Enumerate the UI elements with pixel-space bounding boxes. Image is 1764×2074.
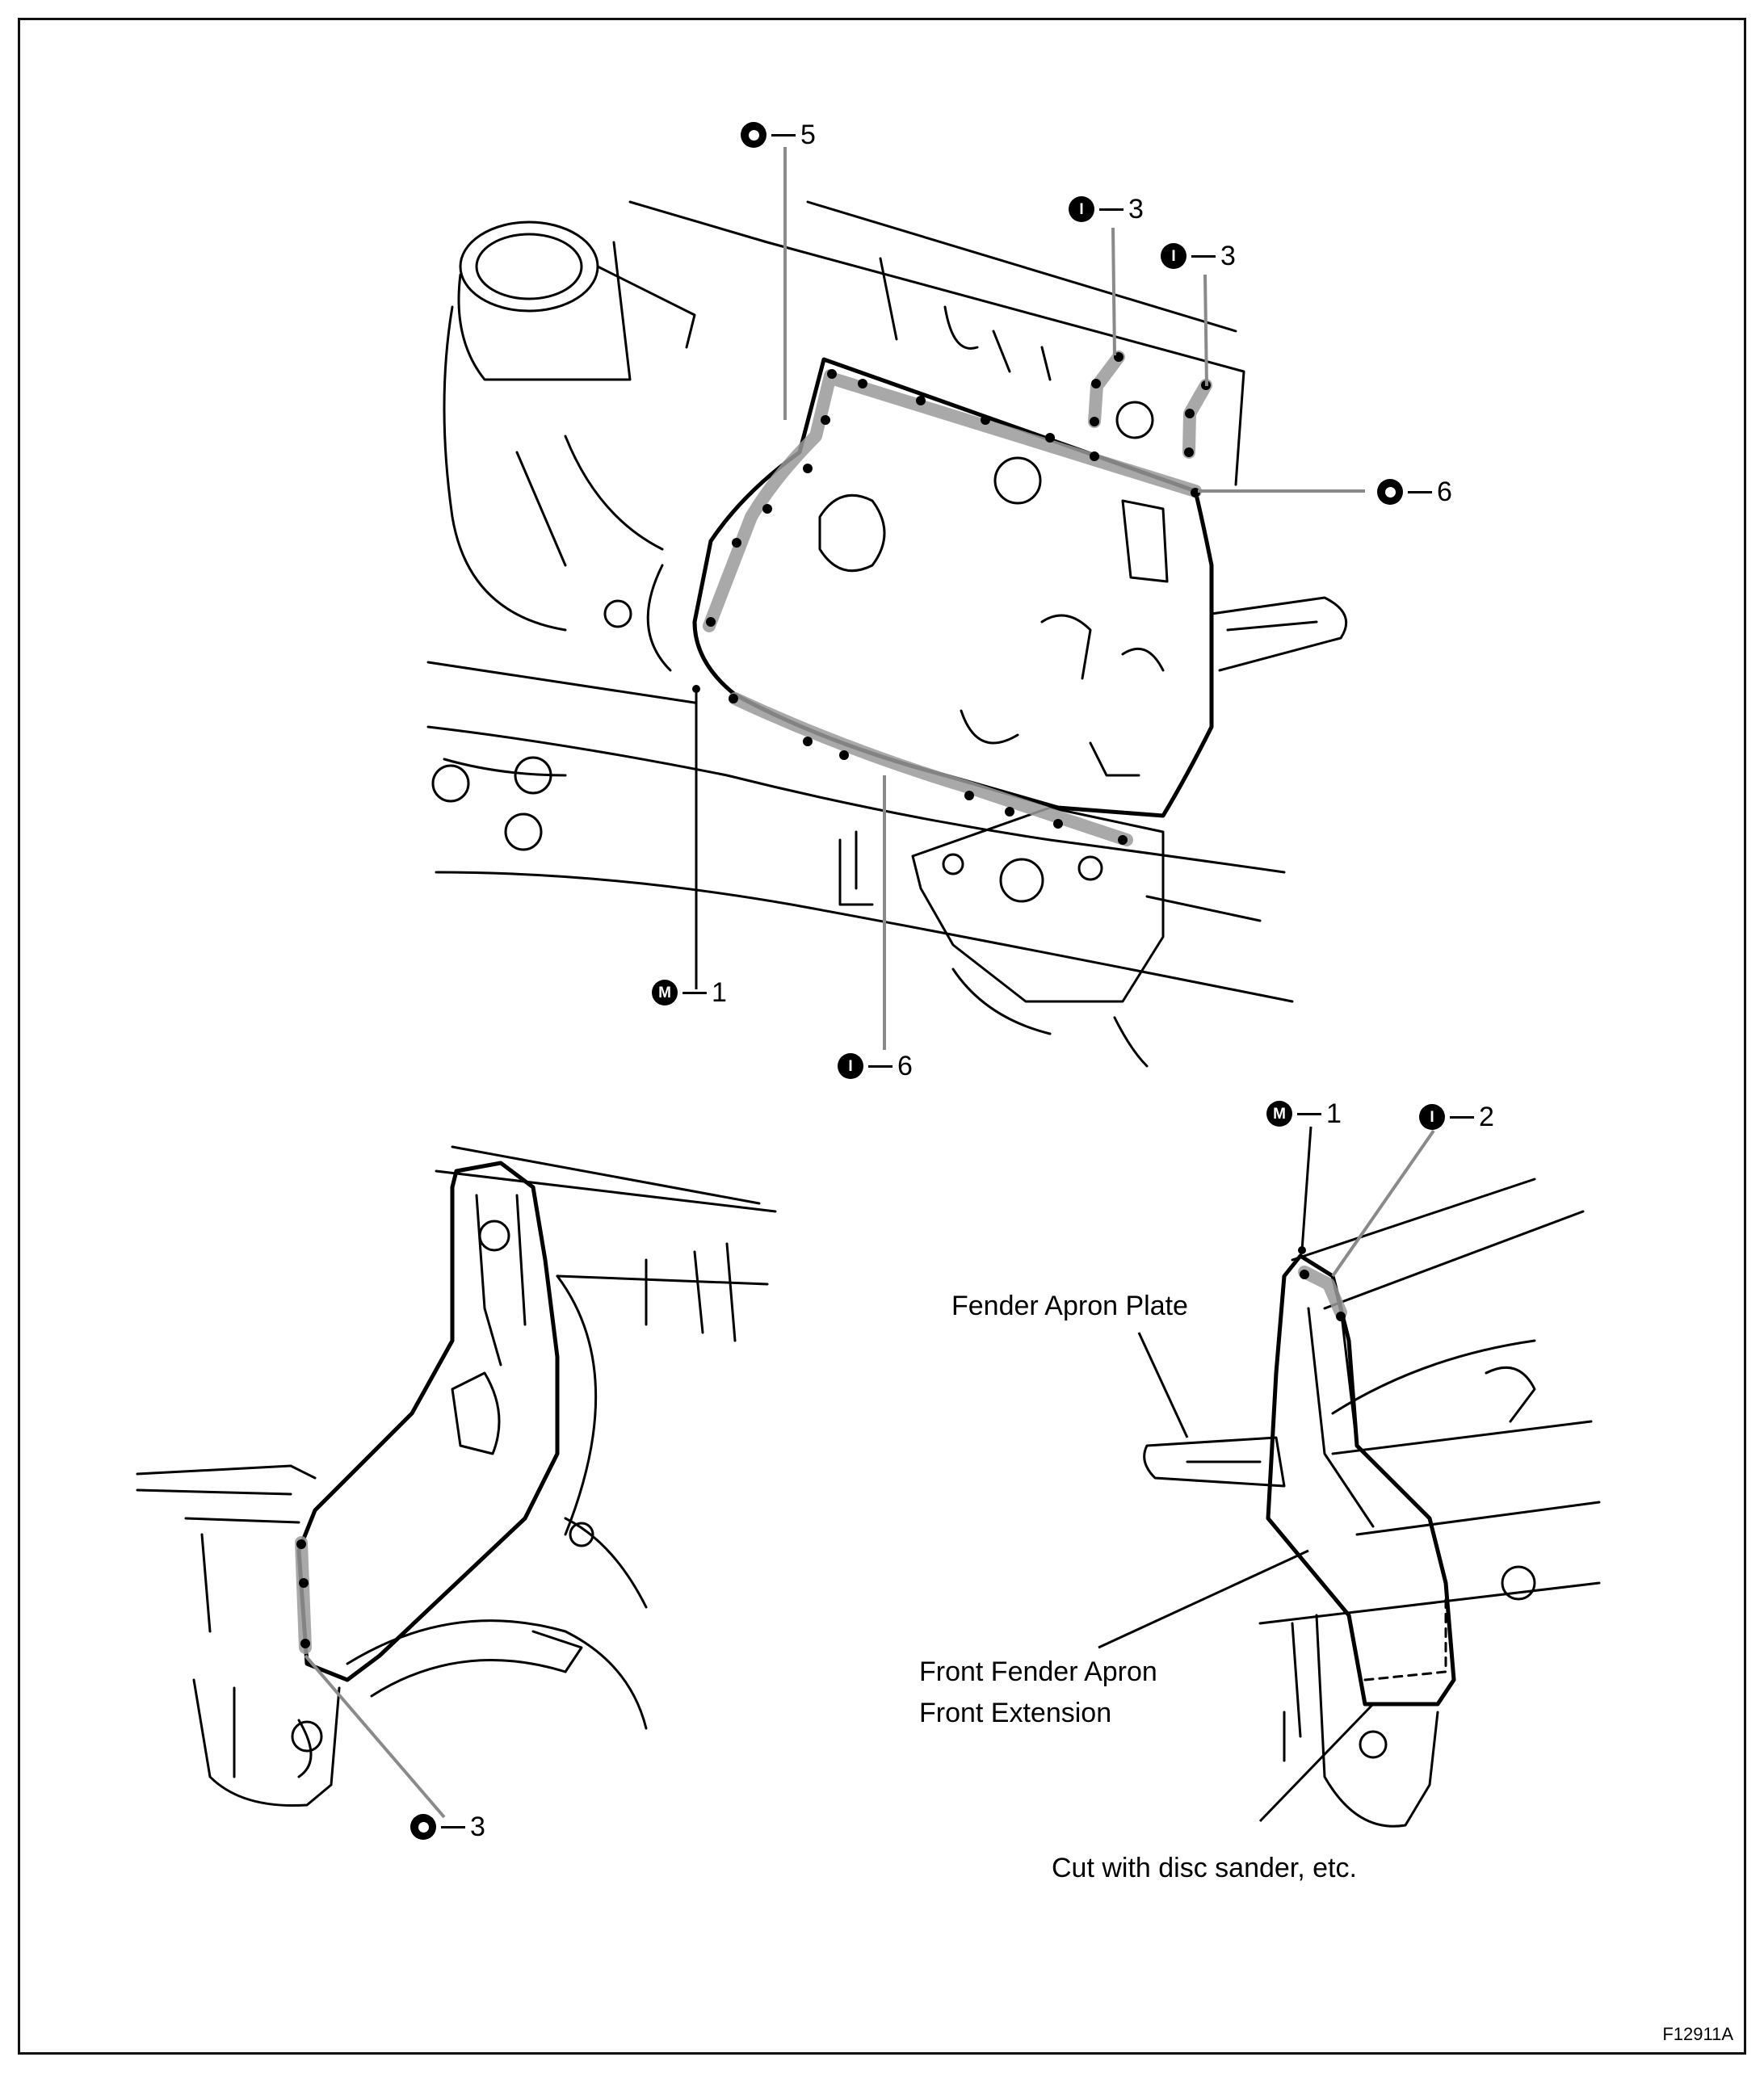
figure-id: F12911A bbox=[1662, 2024, 1733, 2044]
top-view bbox=[426, 200, 1348, 1068]
apron-panel bbox=[692, 357, 1214, 818]
weld-symbol-i-icon: I bbox=[1419, 1104, 1445, 1130]
weld-strip-o3 bbox=[295, 1536, 312, 1654]
leader-fender-apron-plate bbox=[1137, 1332, 1189, 1438]
front-extension-right bbox=[1266, 1253, 1456, 1707]
cut-line bbox=[1363, 1581, 1447, 1681]
bottom-left-view bbox=[136, 1145, 777, 1807]
weld-symbol-m-icon: M bbox=[652, 980, 678, 1006]
label-front-fender-apron: Front Fender Apron bbox=[919, 1656, 1157, 1687]
callout-o5: 5 bbox=[741, 121, 816, 149]
leader-i3a bbox=[1111, 227, 1116, 356]
weld-strip-i2 bbox=[1298, 1266, 1347, 1319]
bottom-right-view bbox=[1143, 1178, 1601, 1828]
lower-rail bbox=[426, 725, 1286, 874]
leader-cut bbox=[1258, 1702, 1375, 1823]
spot-weld-ring-icon bbox=[410, 1814, 436, 1840]
weld-strip-upper bbox=[830, 373, 1202, 498]
leader-i2 bbox=[1331, 1129, 1435, 1278]
weld-symbol-i-icon: I bbox=[1161, 243, 1186, 269]
label-fender-apron-plate: Fender Apron Plate bbox=[951, 1291, 1188, 1321]
front-extension-pillar bbox=[296, 1161, 560, 1682]
lower-box-member bbox=[192, 1678, 341, 1807]
weld-symbol-i-icon: I bbox=[1069, 196, 1094, 222]
weld-strip-left bbox=[703, 369, 837, 632]
weld-strip-i3a bbox=[1088, 351, 1125, 428]
weld-symbol-i-icon: I bbox=[838, 1053, 863, 1079]
reservoir-body bbox=[457, 241, 632, 381]
leader-m1b bbox=[1300, 1126, 1312, 1251]
weld-strip-lower bbox=[729, 692, 1133, 846]
leader-o3 bbox=[304, 1654, 446, 1819]
label-front-extension: Front Extension bbox=[919, 1698, 1112, 1728]
side-bracket bbox=[1210, 596, 1348, 672]
label-cut-note: Cut with disc sander, etc. bbox=[1052, 1853, 1357, 1883]
spot-weld-ring-icon bbox=[741, 122, 766, 148]
leader-front-extension bbox=[1098, 1549, 1309, 1649]
weld-symbol-m-icon: M bbox=[1266, 1101, 1292, 1127]
spot-weld-ring-icon bbox=[1377, 479, 1403, 505]
callout-o3: 3 bbox=[410, 1813, 485, 1841]
fender-apron-plate-bracket bbox=[1143, 1436, 1286, 1488]
weld-strip-i3b bbox=[1182, 379, 1212, 459]
figure-frame bbox=[18, 18, 1746, 2055]
callout-o6: 6 bbox=[1377, 478, 1452, 506]
mount-bracket bbox=[911, 806, 1165, 1003]
leader-i3b bbox=[1203, 274, 1208, 387]
